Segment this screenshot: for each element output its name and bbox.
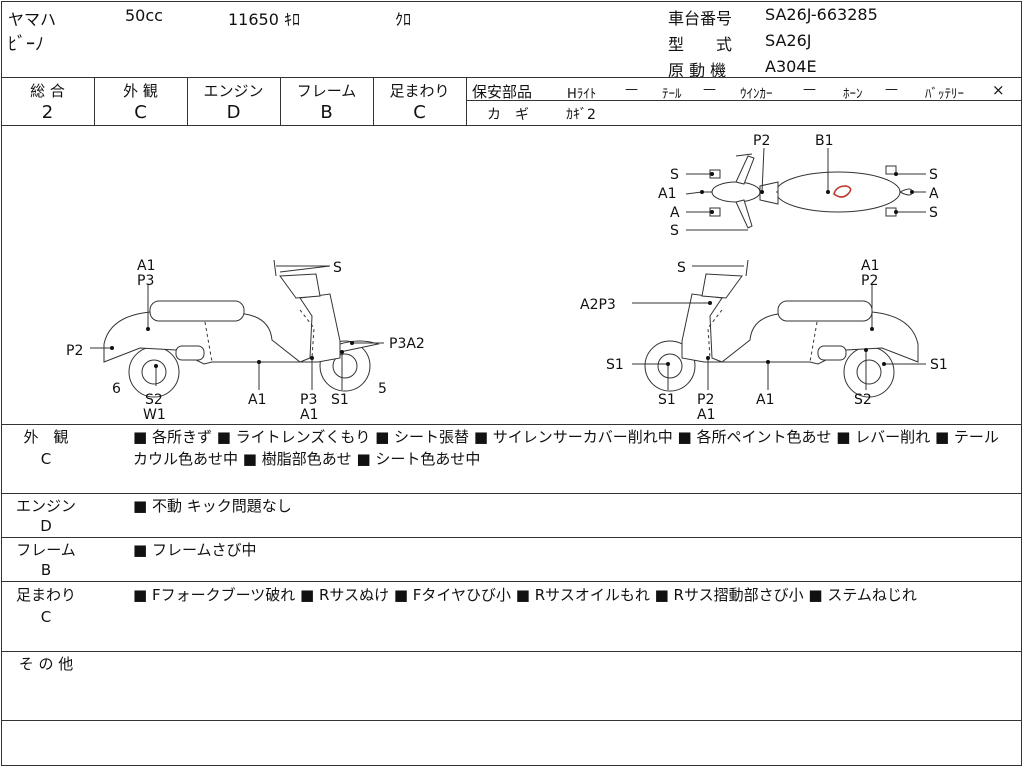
rule — [1, 77, 1022, 78]
label-top-a1: A1 — [658, 186, 676, 202]
label-left-s: S — [333, 260, 342, 276]
section-grade-engine: D — [40, 517, 52, 535]
rule — [1, 651, 1022, 652]
label-right-s1: S1 — [606, 357, 624, 373]
label-top-a: A — [670, 205, 680, 221]
label-left-a1: A1 — [248, 392, 266, 408]
rule — [1, 581, 1022, 582]
damage-diagram: P2 B1 S S A1 A A S S A1 P3 S P2 P3A2 6 S… — [66, 133, 948, 423]
label-top-b1: B1 — [815, 133, 834, 149]
left-side-scooter — [103, 259, 380, 398]
section-label-exterior: 外 観 — [23, 428, 69, 446]
section-text-exterior: ■ 各所きず ■ ライトレンズくもり ■ シート張替 ■ サイレンサーカバー削れ… — [133, 428, 999, 468]
label-left-6: 6 — [112, 381, 121, 397]
safety-horn: ﾎｰﾝ — [843, 87, 863, 102]
label-left-p3a2: P3A2 — [389, 336, 425, 352]
label-left-5: 5 — [378, 381, 387, 397]
safety-label: 保安部品 — [472, 83, 533, 101]
label-right-a1: A1 — [697, 407, 715, 423]
safety-headlight-status: — — [625, 82, 638, 97]
safety-battery-status: × — [992, 81, 1005, 99]
label-top-a: A — [929, 186, 939, 202]
color: ｸﾛ — [395, 10, 412, 29]
label-top-s: S — [670, 223, 679, 239]
label-top-p2: P2 — [753, 133, 770, 149]
label-right-a1: A1 — [861, 258, 879, 274]
grade-label-engine: エンジン — [203, 82, 264, 100]
label-right-p2: P2 — [697, 392, 714, 408]
section-label-frame: フレーム — [16, 541, 76, 559]
rule — [466, 77, 467, 125]
top-view-scooter — [703, 153, 913, 229]
type-label: 型 式 — [668, 35, 733, 54]
section-grade-frame: B — [40, 561, 52, 579]
label-right-s1: S1 — [930, 357, 948, 373]
label-right-a1: A1 — [756, 392, 774, 408]
label-right-s1: S1 — [658, 392, 676, 408]
label-right-p2: P2 — [861, 273, 878, 289]
label-top-s: S — [670, 167, 679, 183]
section-grade-suspension: C — [40, 608, 52, 626]
rule — [466, 100, 1022, 101]
grade-value-suspension: C — [413, 102, 426, 123]
label-top-s: S — [929, 167, 938, 183]
label-top-s: S — [929, 205, 938, 221]
engine-label: 原 動 機 — [668, 61, 727, 80]
type: SA26J — [765, 31, 812, 50]
label-left-w1: W1 — [143, 407, 166, 423]
safety-winker: ｳｲﾝｶｰ — [740, 87, 773, 102]
displacement: 50cc — [125, 6, 163, 25]
label-right-s2: S2 — [854, 392, 872, 408]
section-text-suspension: ■ Fフォークブーツ破れ ■ Rサスぬけ ■ Fタイヤひび小 ■ Rサスオイルも… — [133, 586, 917, 604]
label-left-p3: P3 — [137, 273, 154, 289]
safety-horn-status: — — [885, 82, 898, 97]
engine: A304E — [765, 57, 817, 76]
grade-value-exterior: C — [134, 102, 147, 123]
grade-value-overall: 2 — [41, 102, 54, 123]
label-right-s: S — [677, 260, 686, 276]
grade-label-suspension: 足まわり — [389, 82, 450, 100]
rule — [1, 424, 1022, 425]
grade-label-exterior: 外 観 — [123, 82, 158, 100]
section-label-engine: エンジン — [15, 497, 76, 515]
label-left-p2: P2 — [66, 343, 83, 359]
safety-battery: ﾊﾞｯﾃﾘｰ — [925, 87, 964, 102]
label-left-a1: A1 — [300, 407, 318, 423]
grade-value-frame: B — [320, 102, 333, 123]
maker: ヤマハ — [8, 10, 57, 29]
frame-no: SA26J-663285 — [765, 5, 878, 24]
rule — [1, 537, 1022, 538]
rule — [94, 77, 95, 125]
rule — [1, 720, 1022, 721]
section-grade-exterior: C — [40, 450, 52, 468]
rule — [1, 125, 1022, 126]
grade-label-overall: 総 合 — [30, 82, 65, 100]
section-label-suspension: 足まわり — [15, 586, 76, 604]
grade-label-frame: フレーム — [296, 82, 357, 100]
safety-tail: ﾃｰﾙ — [662, 87, 682, 102]
label-right-a2p3: A2P3 — [580, 297, 616, 313]
safety-headlight: Hﾗｲﾄ — [567, 87, 597, 102]
rule — [280, 77, 281, 125]
label-left-s2: S2 — [145, 392, 163, 408]
key-value: ｶｷﾞ2 — [566, 107, 596, 123]
rule — [373, 77, 374, 125]
rule — [1, 493, 1022, 494]
mileage: 11650 ｷﾛ — [228, 10, 300, 29]
label-left-a1: A1 — [137, 258, 155, 274]
label-left-p3: P3 — [300, 392, 317, 408]
label-left-s1: S1 — [331, 392, 349, 408]
model-name: ﾋﾞｰﾉ — [8, 34, 44, 55]
right-side-scooter — [644, 259, 919, 398]
frame-no-label: 車台番号 — [668, 9, 733, 28]
safety-tail-status: — — [703, 82, 716, 97]
section-text-engine: ■ 不動 キック問題なし — [133, 497, 292, 515]
safety-winker-status: — — [803, 82, 816, 97]
section-text-frame: ■ フレームさび中 — [133, 541, 257, 559]
section-label-other: そ の 他 — [18, 655, 74, 673]
key-label: カ ギ — [487, 107, 529, 123]
rule — [187, 77, 188, 125]
grade-value-engine: D — [226, 102, 241, 123]
